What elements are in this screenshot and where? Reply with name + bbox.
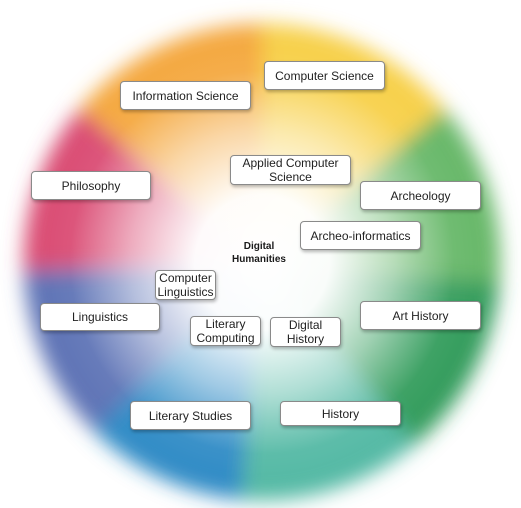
field-literary-computing[interactable]: Literary Computing [190, 316, 261, 346]
field-history[interactable]: History [280, 401, 401, 426]
field-digital-history[interactable]: Digital History [270, 317, 341, 347]
field-philosophy[interactable]: Philosophy [31, 171, 151, 200]
wheel-center-glow [22, 22, 502, 502]
field-literary-studies[interactable]: Literary Studies [130, 401, 251, 430]
field-computer-science[interactable]: Computer Science [264, 61, 385, 90]
field-archeo-informatics[interactable]: Archeo-informatics [300, 221, 421, 250]
field-art-history[interactable]: Art History [360, 301, 481, 330]
field-computer-linguistics[interactable]: Computer Linguistics [155, 270, 216, 300]
center-title: Digital Humanities [232, 241, 286, 265]
field-applied-computer-science[interactable]: Applied Computer Science [230, 155, 351, 185]
field-information-science[interactable]: Information Science [120, 81, 251, 110]
field-linguistics[interactable]: Linguistics [40, 303, 160, 331]
field-archeology[interactable]: Archeology [360, 181, 481, 210]
